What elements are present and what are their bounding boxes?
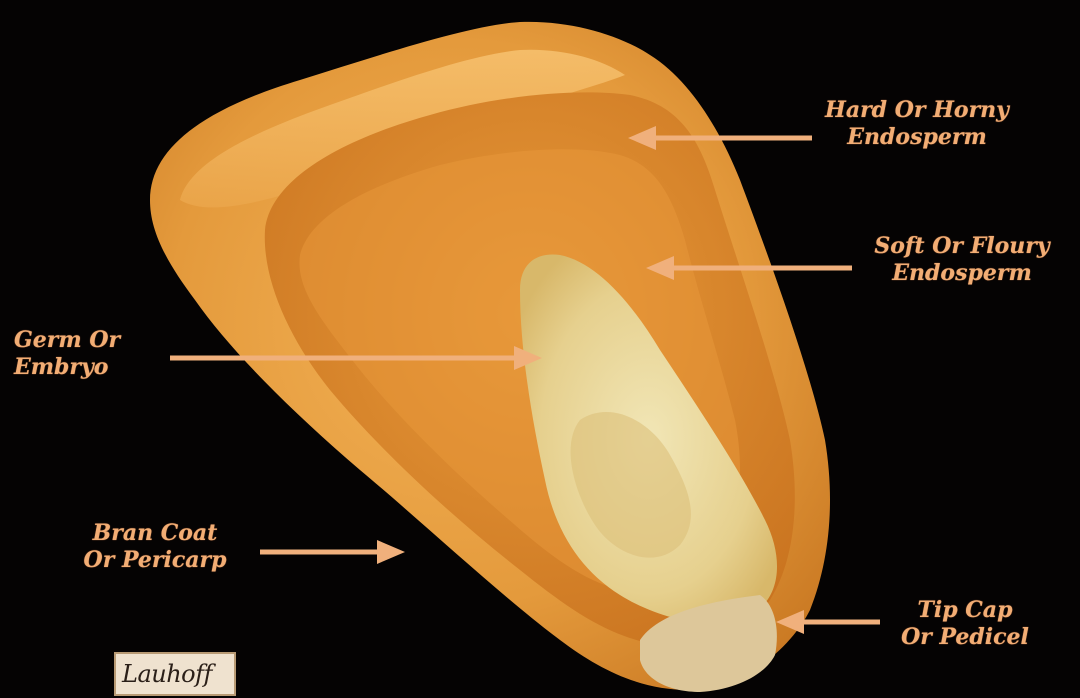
label-germ-line2: Embryo — [14, 354, 164, 381]
lauhoff-logo: Lauhoff — [114, 652, 236, 696]
label-tip-cap-line2: Or Pedicel — [880, 624, 1050, 651]
label-hard-endosperm-line2: Endosperm — [800, 124, 1034, 151]
label-germ: Germ Or Embryo — [14, 327, 164, 381]
label-tip-cap: Tip Cap Or Pedicel — [880, 597, 1050, 651]
logo-text: Lauhoff — [122, 660, 212, 688]
label-bran-line2: Or Pericarp — [60, 547, 250, 574]
label-bran-line1: Bran Coat — [60, 520, 250, 547]
label-soft-endosperm: Soft Or Floury Endosperm — [848, 233, 1076, 287]
label-soft-endosperm-line1: Soft Or Floury — [848, 233, 1076, 260]
label-germ-line1: Germ Or — [14, 327, 164, 354]
label-soft-endosperm-line2: Endosperm — [848, 260, 1076, 287]
arrowhead-bran — [377, 540, 405, 564]
label-hard-endosperm: Hard Or Horny Endosperm — [800, 97, 1034, 151]
label-bran: Bran Coat Or Pericarp — [60, 520, 250, 574]
label-hard-endosperm-line1: Hard Or Horny — [800, 97, 1034, 124]
label-tip-cap-line1: Tip Cap — [880, 597, 1050, 624]
